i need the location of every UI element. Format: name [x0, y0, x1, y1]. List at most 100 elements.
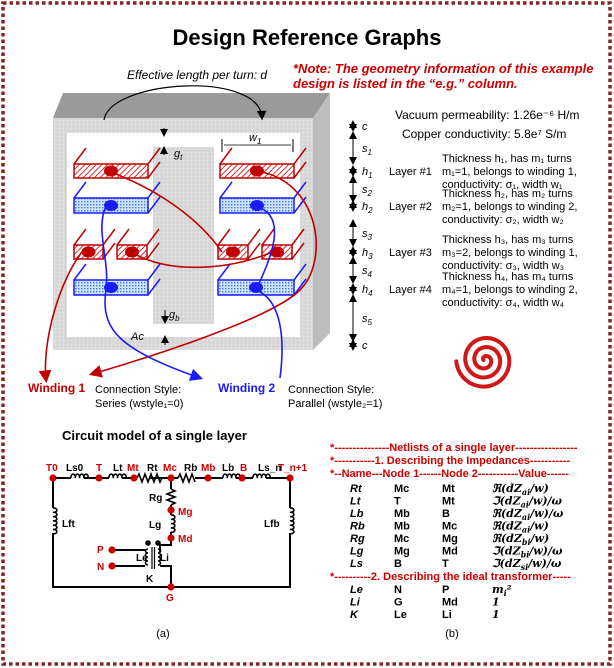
circuit-node: [238, 474, 246, 482]
netlist-value: ℜ(dZai/w): [492, 482, 549, 497]
circuit-title: Circuit model of a single layer: [62, 428, 247, 443]
netlist-node2: Mt: [442, 496, 455, 508]
copper-conductivity: Copper conductivity: 5.8e⁷ S/m: [402, 127, 566, 141]
winding-2-style-line-1: Connection Style:: [288, 384, 374, 396]
layer-description-line: m₃=2, belongs to winding 1,: [442, 247, 578, 259]
element-label: Rt: [147, 463, 158, 474]
node-label: T_n+1: [278, 463, 308, 474]
node-label: Md: [178, 534, 192, 545]
element-label: Rg: [149, 493, 162, 504]
winding-2-style-line-2: Parallel (wstyle₂=1): [288, 398, 382, 410]
gt-label: gt: [174, 148, 183, 162]
netlist-node2: Mt: [442, 483, 455, 495]
netlist-header-1: *---------------Netlists of a single lay…: [330, 442, 578, 454]
dimension-label: h2: [362, 201, 373, 215]
circuit-node: [204, 474, 212, 482]
netlist-header-2: *-----------1. Describing the Impedances…: [330, 455, 570, 467]
vacuum-permeability: Vacuum permeability: 1.26e⁻⁶ H/m: [395, 108, 579, 122]
netlist-node1: B: [394, 558, 402, 570]
layer-description-line: m₂=1, belongs to winding 2,: [442, 201, 577, 213]
node-label: G: [166, 593, 174, 604]
gap-labels: gt gb Ac w1: [130, 128, 294, 345]
netlist-name: Lg: [350, 546, 364, 558]
netlist-caption: (b): [445, 628, 458, 640]
element-label: K: [146, 574, 154, 585]
node-label: N: [97, 562, 104, 573]
circuit-node: [286, 474, 294, 482]
node-label: T0: [46, 463, 58, 474]
node-label: Mb: [201, 463, 215, 474]
circuit-node: [108, 562, 116, 570]
element-label: Lg: [149, 520, 161, 531]
netlist-node1: Mc: [394, 483, 409, 495]
dimension-label: s2: [362, 184, 373, 198]
layer-description-line: Thickness h₁, has m₁ turns: [442, 153, 572, 165]
element-label: Rb: [184, 463, 197, 474]
layer-1-left: [73, 147, 161, 179]
netlist-node2: Md: [442, 546, 458, 558]
w1-label: w1: [249, 132, 261, 146]
dimension-label: c: [362, 340, 368, 352]
winding-2-label: Winding 2: [218, 381, 276, 395]
element-label: Li: [160, 553, 169, 564]
netlist-value: mi²: [492, 583, 512, 598]
element-label: Lb: [222, 463, 234, 474]
effective-length-label: Effective length per turn: d: [127, 68, 267, 82]
circuit-node: [108, 546, 116, 554]
netlist-node1: G: [394, 597, 403, 609]
netlist-name: Lt: [350, 496, 362, 508]
netlist-value: ℑ(dZsi/w)/ω: [492, 557, 562, 572]
dimension-label: h4: [362, 284, 373, 298]
layer-2-left: [73, 181, 161, 214]
layer-description-line: conductivity: σ₄, width w₄: [442, 297, 565, 309]
winding-1-label: Winding 1: [28, 381, 86, 395]
netlist-node1: Mb: [394, 508, 410, 520]
netlist-name: K: [350, 609, 359, 621]
layer-description-line: Thickness h₂, has m₂ turns: [442, 188, 573, 200]
circuit-node: [167, 534, 175, 542]
transformer-core: [53, 93, 330, 350]
element-label: Ls_n: [258, 463, 281, 474]
netlist-value: ℑ(dZbi/w)/ω: [492, 545, 563, 560]
netlist-name: Lb: [350, 508, 364, 520]
netlist-header-4: *----------2. Describing the ideal trans…: [330, 571, 571, 583]
layer-description-line: conductivity: σ₁, width w₁: [442, 179, 563, 191]
layer-description-line: m₁=1, belongs to winding 1,: [442, 166, 577, 178]
netlist-value: 1: [492, 596, 500, 609]
circuit-node: [167, 474, 175, 482]
circuit-node: [95, 474, 103, 482]
dimension-label: s4: [362, 265, 373, 279]
node-label: Mg: [178, 507, 192, 518]
element-label: Lft: [62, 519, 75, 530]
layer-3-right-a: [217, 228, 261, 260]
netlist-header-3: *--Name---Node 1------Node 2-----------V…: [330, 468, 569, 480]
layer-2-right: [219, 181, 307, 214]
element-label: Lfb: [264, 519, 280, 530]
netlist-node1: N: [394, 584, 402, 596]
winding-1-style-line-2: Series (wstyle₁=0): [95, 398, 183, 410]
ac-label: Ac: [130, 331, 144, 343]
netlist-node2: Md: [442, 597, 458, 609]
layer-name: Layer #3: [389, 247, 432, 259]
netlist-node2: Li: [442, 609, 452, 621]
element-label: Lt: [113, 463, 123, 474]
gb-label: gb: [169, 309, 180, 323]
netlist-name: Rb: [350, 521, 365, 533]
layer-4-left: [73, 263, 161, 296]
layer-3-left-a: [73, 228, 116, 260]
circuit-node: [167, 506, 175, 514]
netlist-value: ℜ(dZai/w)/ω: [492, 507, 564, 522]
node-label: Mt: [127, 463, 139, 474]
layer-description-line: conductivity: σ₂, width w₂: [442, 214, 564, 226]
